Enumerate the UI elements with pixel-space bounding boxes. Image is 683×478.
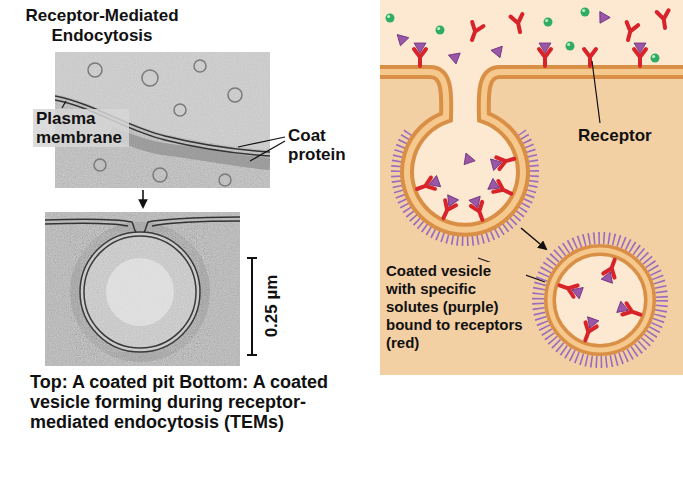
receptor-symbol [634,43,646,66]
cell-illustration [380,0,683,230]
cell-illustration [380,72,683,230]
leader-line [62,101,66,108]
solute-symbol [544,18,553,27]
tem-coated-pit [94,159,106,171]
tem-coated-vesicle [84,236,196,348]
part-label: Coat protein [288,126,372,164]
tem-coated-vesicle [70,222,210,362]
cell-illustration [380,72,683,230]
scale-bar [247,258,257,355]
receptor-symbol [438,195,459,221]
solute-symbol [436,26,445,35]
tem-coated-vesicle [80,232,200,352]
receptor-symbol [584,49,596,66]
tem-coated-vesicle [144,217,240,232]
tem-coated-vesicle [152,221,240,226]
tem-coated-vesicle [106,258,174,326]
step-arrow [521,228,546,249]
cell-illustration [538,238,662,362]
solute-symbol [566,42,575,51]
cell-illustration [550,250,650,350]
solute-symbol [460,153,476,168]
solute-symbol [581,8,590,17]
receptor-symbol [488,178,514,199]
receptor-symbol [657,10,671,29]
part-label: Plasma membrane [33,109,129,147]
cell-illustration [550,250,650,350]
dimension-label: 0.25 µm [262,275,281,338]
leader-line [592,61,600,123]
part-label: Coated vesicle with specific solutes (pu… [384,262,526,352]
solute-symbol [491,46,506,60]
tem-coated-vesicle [80,232,200,352]
figure-caption: Top: A coated pit Bottom: A coated vesic… [30,372,360,432]
leader-line [250,141,285,161]
diagram-title: Receptor-Mediated Endocytosis [12,6,192,46]
tem-coated-vesicle [45,212,240,366]
receptor-symbol [558,280,584,299]
part-label: Receptor [578,126,678,145]
solute-symbol [595,12,610,27]
tem-coated-pit [110,132,270,164]
receptor-symbol [414,43,426,66]
receptor-symbol [580,317,599,343]
tem-coated-vesicle [70,222,210,362]
solute-symbol [651,54,660,63]
tem-coated-pit [174,104,186,116]
receptor-symbol [491,153,516,171]
receptor-symbol [617,301,643,320]
receptor-symbol [539,43,551,66]
tem-coated-pit [153,168,167,182]
step-arrow [142,190,144,207]
tem-coated-pit [228,88,242,102]
tem-coated-vesicle [45,223,128,226]
cell-illustration [550,250,650,350]
tem-coated-vesicle [45,219,136,232]
tem-coated-pit [142,70,158,86]
scale-bar [247,354,257,356]
solute-symbol [386,14,395,23]
receptor-symbol [469,196,488,222]
cell-illustration [380,0,683,375]
solute-symbol [395,35,409,48]
tem-coated-vesicle [80,232,200,352]
tem-coated-pit [219,174,231,186]
receptor-symbol [622,22,638,42]
receptor-symbol [511,14,526,33]
tem-coated-vesicle [45,212,240,366]
solute-symbol [448,53,462,65]
leader-line [478,61,600,282]
receptor-symbol [415,175,441,194]
receptor-symbol [466,22,483,42]
scale-bar [251,258,253,355]
tem-coated-pit [194,60,206,72]
scale-bar [247,257,257,259]
tem-coated-pit [88,63,102,77]
tem-coated-vesicle [45,212,240,366]
receptor-symbol [601,258,620,284]
cell-illustration [380,0,683,375]
